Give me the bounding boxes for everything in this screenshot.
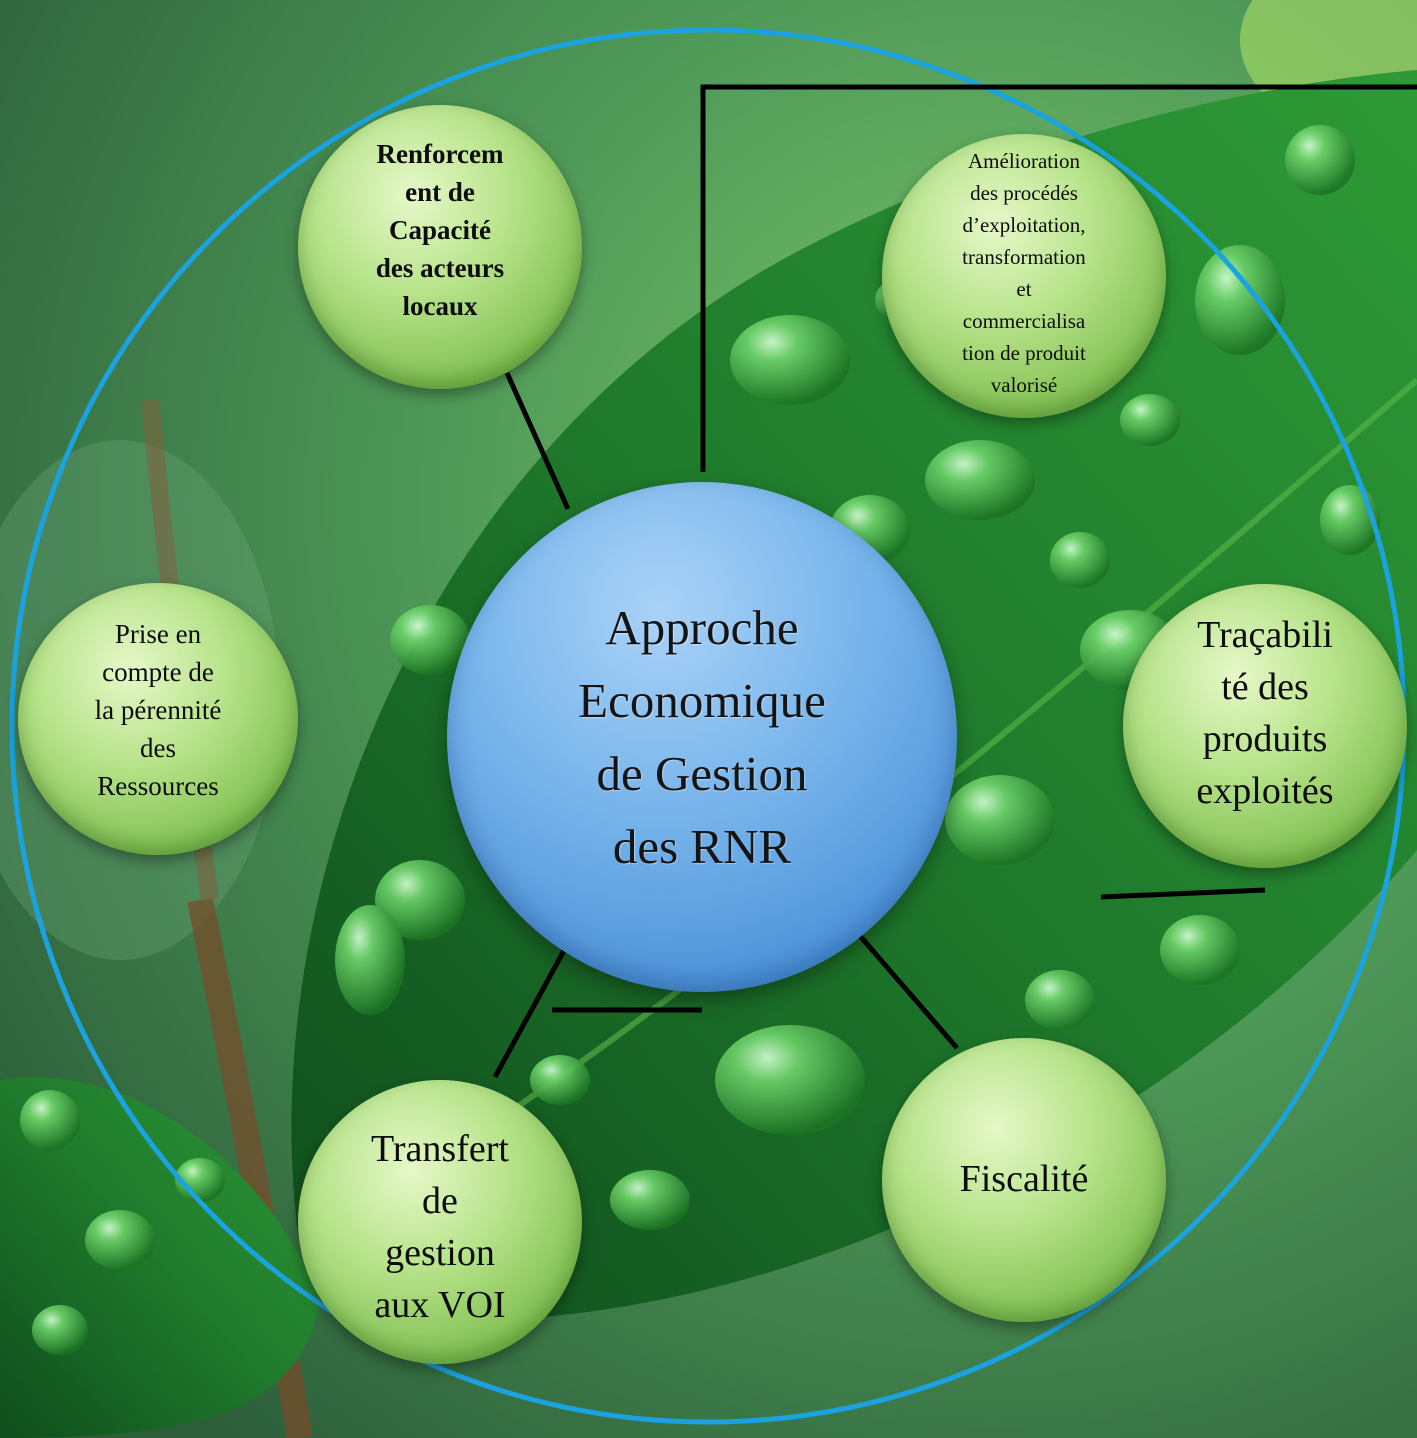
node-transfert: Transfert de gestion aux VOI (298, 1080, 582, 1364)
center-label: Approche Economique de Gestion des RNR (578, 600, 826, 874)
node-perennite-label: Prise en compte de la pérennité des Ress… (94, 619, 222, 801)
node-fiscalite-label: Fiscalité (959, 1158, 1089, 1200)
node-fiscalite: Fiscalité (882, 1038, 1166, 1322)
node-renforcement-label: Renforcem ent de Capacité des acteurs lo… (375, 139, 505, 321)
node-tracabilite: Traçabili té des produits exploités (1123, 584, 1407, 868)
connector-amelioration (700, 84, 1417, 472)
connector-renforcement (504, 371, 571, 511)
node-renforcement: Renforcem ent de Capacité des acteurs lo… (298, 105, 582, 389)
connector-tracabilite (1100, 887, 1266, 900)
node-tracabilite-label: Traçabili té des produits exploités (1196, 614, 1334, 812)
connector-transfert (492, 943, 570, 1079)
center-node: Approche Economique de Gestion des RNR (447, 482, 957, 992)
node-amelioration-label: Amélioration des procédés d’exploitation… (962, 149, 1086, 397)
node-amelioration: Amélioration des procédés d’exploitation… (882, 134, 1166, 418)
connector-fiscalite (852, 927, 959, 1050)
node-perennite: Prise en compte de la pérennité des Ress… (18, 583, 298, 855)
node-transfert-label: Transfert de gestion aux VOI (371, 1128, 509, 1326)
